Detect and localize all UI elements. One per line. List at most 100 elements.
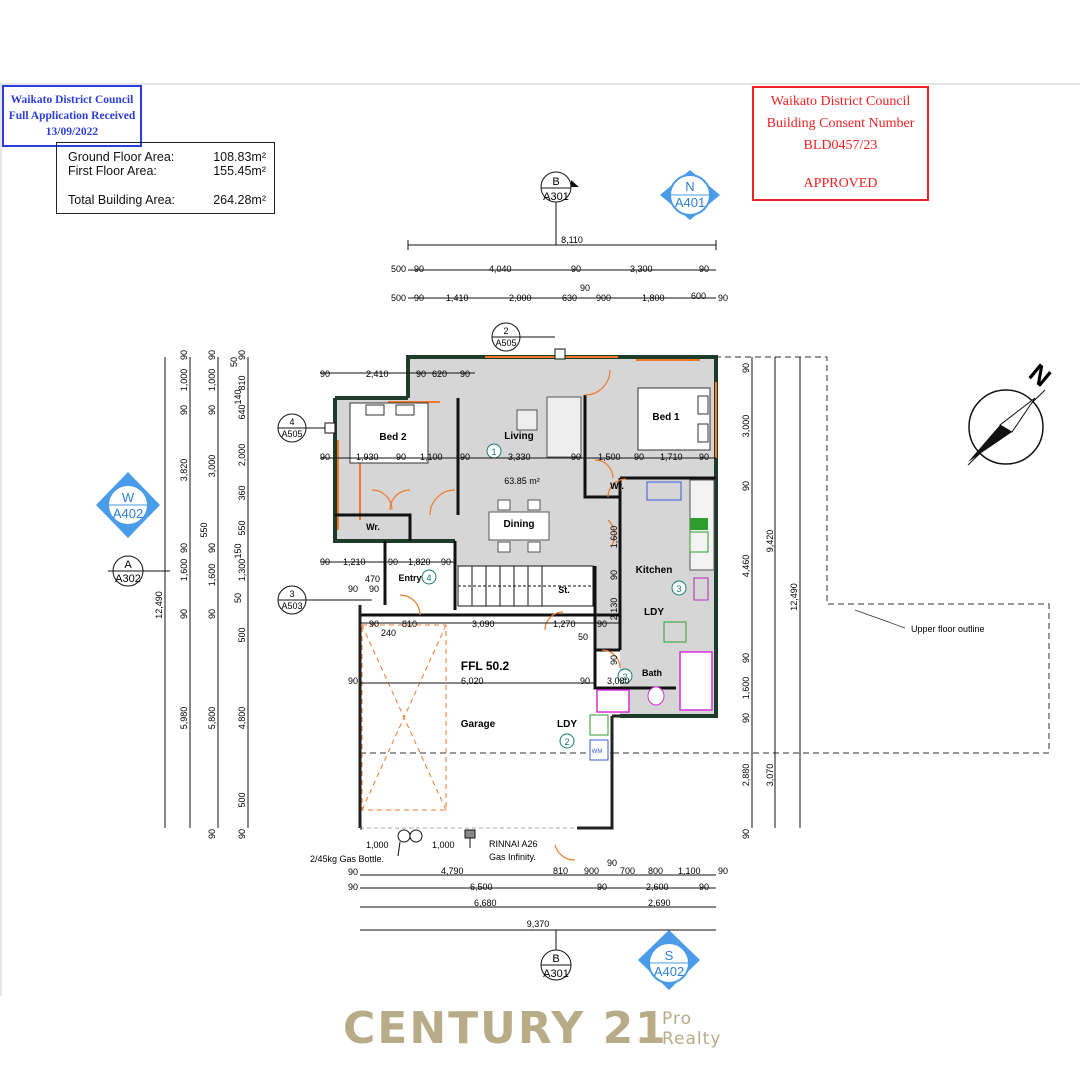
svg-text:500: 500 bbox=[391, 293, 406, 303]
svg-text:90: 90 bbox=[634, 452, 644, 462]
svg-text:810: 810 bbox=[553, 866, 568, 876]
svg-text:550: 550 bbox=[199, 522, 209, 537]
elev-south-sheet: A402 bbox=[654, 964, 684, 979]
upper-floor-outline-note: Upper floor outline bbox=[911, 624, 985, 634]
room-ldy-garage: LDY bbox=[557, 719, 577, 730]
svg-text:3,090: 3,090 bbox=[472, 619, 495, 629]
ground-floor-value: 108.83m² bbox=[213, 150, 266, 164]
svg-text:4,460: 4,460 bbox=[741, 555, 751, 578]
dim-right-col1: 90 3,000 90 4,460 90 1,600 90 2,880 90 bbox=[741, 363, 751, 839]
tag-living: 1 bbox=[491, 447, 496, 457]
received-stamp-council: Waikato District Council bbox=[10, 94, 134, 106]
svg-text:90: 90 bbox=[207, 350, 217, 360]
note-rinnai-1: RINNAI A26 bbox=[489, 839, 538, 849]
svg-text:1,000: 1,000 bbox=[207, 369, 217, 392]
dim-bottom-overall: 9,370 bbox=[527, 919, 550, 929]
svg-text:3,820: 3,820 bbox=[179, 459, 189, 482]
consent-stamp-council: Waikato District Council bbox=[770, 94, 911, 109]
section-left-sheet: A302 bbox=[115, 573, 141, 585]
garage-door-swing bbox=[361, 624, 447, 811]
received-stamp-status: Full Application Received bbox=[8, 110, 136, 122]
svg-text:90: 90 bbox=[348, 584, 358, 594]
dim-bottom-row1: 90 4,790 810 900 90 700 800 1,100 90 bbox=[348, 858, 728, 877]
svg-text:50: 50 bbox=[233, 593, 243, 603]
tag-kitchen: 3 bbox=[676, 584, 681, 594]
dim-right-col3: 12,490 bbox=[789, 583, 799, 611]
room-wr-left: Wr. bbox=[366, 522, 380, 532]
svg-text:1,410: 1,410 bbox=[446, 293, 469, 303]
svg-text:90: 90 bbox=[580, 283, 590, 293]
dim-interior-kitchen-col: 1,600 90 2,130 90 bbox=[609, 526, 619, 665]
dim-interior-garage-width: 90 6,020 90 bbox=[348, 676, 590, 686]
note-gas-bottle: 2/45kg Gas Bottle. bbox=[310, 854, 384, 864]
svg-text:810: 810 bbox=[237, 375, 247, 390]
elevation-marker-south bbox=[638, 930, 700, 990]
svg-text:90: 90 bbox=[699, 452, 709, 462]
svg-text:1,210: 1,210 bbox=[343, 557, 366, 567]
dim-left-col2: 1,000 3,820 1,600 5,980 bbox=[179, 369, 189, 730]
bed-1-furniture bbox=[637, 387, 711, 451]
svg-text:140: 140 bbox=[233, 389, 243, 404]
dim-left-col4: 810 640 140 2,000 360 550 150 1,300 50 5… bbox=[233, 375, 247, 807]
dim-interior-bed-row: 90 2,410 90 620 90 bbox=[320, 369, 470, 379]
svg-text:90: 90 bbox=[179, 609, 189, 619]
svg-text:3,300: 3,300 bbox=[630, 264, 653, 274]
dim-bottom-row3: 6,680 2,690 bbox=[474, 898, 671, 908]
svg-text:360: 360 bbox=[237, 485, 247, 500]
svg-text:500: 500 bbox=[391, 264, 406, 274]
svg-text:700: 700 bbox=[620, 866, 635, 876]
svg-text:3,000: 3,000 bbox=[207, 455, 217, 478]
svg-text:90: 90 bbox=[207, 405, 217, 415]
svg-text:6,020: 6,020 bbox=[461, 676, 484, 686]
detail-2-sheet: A505 bbox=[495, 338, 516, 348]
section-top-sheet: A301 bbox=[543, 191, 569, 203]
received-stamp-date: 13/09/2022 bbox=[45, 126, 99, 138]
room-ldy-upper: LDY bbox=[644, 607, 664, 618]
svg-text:1,800: 1,800 bbox=[642, 293, 665, 303]
century21-logo-word: CENTURY 21 bbox=[343, 1003, 668, 1054]
svg-text:800: 800 bbox=[648, 866, 663, 876]
svg-text:1,600: 1,600 bbox=[741, 677, 751, 700]
consent-stamp-approved: APPROVED bbox=[803, 176, 878, 191]
svg-text:5,980: 5,980 bbox=[179, 707, 189, 730]
svg-text:90: 90 bbox=[414, 264, 424, 274]
section-marker-left bbox=[108, 555, 170, 587]
dimension-lines bbox=[164, 240, 801, 931]
room-garage: Garage bbox=[461, 719, 496, 730]
svg-text:600: 600 bbox=[691, 291, 706, 301]
svg-text:2,130: 2,130 bbox=[609, 598, 619, 621]
svg-text:1,000: 1,000 bbox=[432, 840, 455, 850]
svg-text:810: 810 bbox=[402, 619, 417, 629]
svg-text:2,600: 2,600 bbox=[646, 882, 669, 892]
svg-text:90: 90 bbox=[597, 619, 607, 629]
room-wr-right: Wr. bbox=[610, 481, 624, 491]
elev-west-letter: W bbox=[122, 490, 135, 505]
svg-text:900: 900 bbox=[596, 293, 611, 303]
svg-text:90: 90 bbox=[699, 882, 709, 892]
section-bottom-sheet: A301 bbox=[543, 968, 569, 980]
consent-stamp: Waikato District Council Building Consen… bbox=[752, 86, 929, 201]
svg-text:6,500: 6,500 bbox=[470, 882, 493, 892]
svg-text:90: 90 bbox=[609, 655, 619, 665]
svg-text:500: 500 bbox=[237, 792, 247, 807]
wm-label: WM bbox=[592, 749, 603, 755]
svg-text:90: 90 bbox=[414, 293, 424, 303]
dim-gas: 1,000 1,000 bbox=[366, 840, 455, 850]
dining-table bbox=[488, 499, 550, 553]
detail-4-num: 4 bbox=[289, 417, 294, 427]
svg-text:470: 470 bbox=[365, 574, 380, 584]
dim-right-col2: 9,420 3,070 bbox=[765, 530, 775, 787]
section-left-letter: A bbox=[124, 559, 132, 571]
svg-text:4,800: 4,800 bbox=[237, 707, 247, 730]
gas-bottles bbox=[397, 829, 476, 857]
section-marker-bottom bbox=[540, 930, 572, 981]
ground-floor-label: Ground Floor Area: bbox=[68, 150, 175, 164]
room-st: St. bbox=[558, 585, 570, 595]
area-schedule: Ground Floor Area:108.83m² First Floor A… bbox=[56, 142, 275, 214]
logo-sub-pro: Pro bbox=[662, 1009, 692, 1029]
elevation-marker-north bbox=[660, 170, 720, 220]
room-area: 63.85 m² bbox=[504, 476, 540, 486]
svg-text:1,600: 1,600 bbox=[179, 559, 189, 582]
svg-text:90: 90 bbox=[416, 369, 426, 379]
